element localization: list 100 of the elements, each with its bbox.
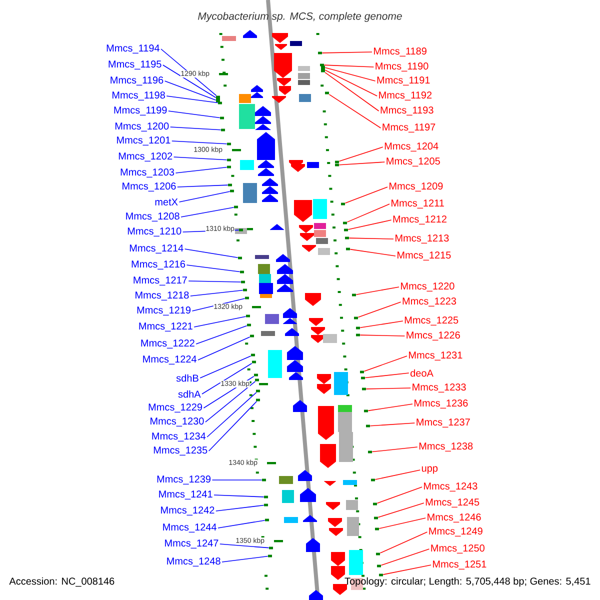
gene-label: Mmcs_1242 <box>161 506 214 516</box>
leader-line <box>177 184 228 188</box>
gene-label: Mmcs_1197 <box>382 124 436 132</box>
gene-label: Mmcs_1189 <box>374 48 426 56</box>
gene-marker <box>371 478 375 482</box>
leader-line <box>324 72 380 112</box>
gene-marker <box>240 270 244 274</box>
leader-line <box>356 286 400 296</box>
gene-marker <box>230 190 234 192</box>
gene-label: Mmcs_1211 <box>392 200 444 208</box>
gene-marker <box>375 528 379 530</box>
gene-label: Mmcs_1251 <box>433 560 486 570</box>
gene-marker <box>345 236 349 240</box>
gene-marker <box>346 248 350 250</box>
gene-marker <box>335 164 339 166</box>
leader-line <box>170 126 222 130</box>
gene-label: Mmcs_1193 <box>380 106 434 116</box>
leader-line <box>214 494 264 498</box>
leader-line <box>382 564 432 575</box>
gene-marker <box>216 98 220 100</box>
leader-line <box>372 446 418 452</box>
gene-label: Mmcs_1245 <box>426 498 480 508</box>
gene-marker <box>321 70 325 72</box>
gene-marker <box>262 478 266 482</box>
gene-marker <box>246 314 250 318</box>
gene-label: Mmcs_1237 <box>416 418 470 428</box>
gene-label: Mmcs_1202 <box>118 152 172 162</box>
leader-line <box>216 504 264 512</box>
leader-line <box>344 186 388 204</box>
leader-line <box>338 146 384 162</box>
leader-line <box>322 52 372 54</box>
leader-line <box>368 404 413 412</box>
gene-label: Mmcs_1248 <box>167 558 220 566</box>
gene-marker <box>221 128 225 132</box>
gene-marker <box>335 160 339 164</box>
leader-line <box>370 422 416 426</box>
gene-label: Mmcs_1201 <box>117 136 170 146</box>
leader-line <box>180 207 234 218</box>
gene-marker <box>218 102 222 104</box>
leader-line <box>205 381 256 422</box>
gene-marker <box>265 518 269 522</box>
gene-marker <box>245 296 249 300</box>
leader-line <box>168 110 220 118</box>
leader-line <box>164 80 216 101</box>
gene-marker <box>320 64 324 66</box>
gene-label: sdhA <box>178 390 201 398</box>
gene-marker <box>343 222 347 224</box>
gene-label: Mmcs_1244 <box>163 524 216 532</box>
leader-line <box>346 204 390 222</box>
gene-label: Mmcs_1243 <box>424 482 478 492</box>
leader-line <box>380 532 428 554</box>
leader-line <box>328 94 382 128</box>
gene-marker <box>376 552 380 556</box>
gene-label: Mmcs_1217 <box>134 276 187 286</box>
leader-line <box>348 220 392 230</box>
gene-marker <box>220 116 224 120</box>
gene-marker <box>356 326 360 330</box>
gene-label: Mmcs_1235 <box>154 446 208 456</box>
gene-marker <box>366 424 370 428</box>
gene-marker <box>341 202 345 206</box>
gene-marker <box>268 554 272 558</box>
gene-marker <box>354 316 358 320</box>
leader-line <box>166 96 218 104</box>
gene-label: Mmcs_1200 <box>115 122 169 132</box>
gene-label: Mmcs_1192 <box>379 92 432 100</box>
gene-label: Mmcs_1215 <box>398 252 451 260</box>
leader-line <box>194 316 246 328</box>
gene-marker <box>356 334 360 336</box>
leader-line <box>350 248 396 256</box>
leader-line <box>184 248 238 258</box>
gene-label: Mmcs_1223 <box>402 298 456 306</box>
gene-marker <box>239 228 243 232</box>
gene-marker <box>234 206 238 208</box>
gene-marker <box>227 142 231 146</box>
gene-marker <box>361 376 365 380</box>
gene-label: Mmcs_1219 <box>137 306 191 316</box>
leader-line <box>360 320 404 328</box>
leader-line <box>338 162 386 166</box>
gene-marker <box>256 390 260 392</box>
leader-line <box>364 372 410 378</box>
gene-marker <box>247 324 251 326</box>
gene-label: Mmcs_1199 <box>114 106 167 116</box>
gene-marker <box>216 100 220 102</box>
gene-marker <box>321 68 325 70</box>
gene-label: Mmcs_1247 <box>165 540 218 548</box>
gene-label: Mmcs_1213 <box>396 234 449 244</box>
leader-line <box>208 401 257 452</box>
leader-line <box>160 48 217 96</box>
gene-label: deoA <box>410 369 434 377</box>
gene-marker <box>228 184 232 186</box>
leader-line <box>378 502 424 518</box>
gene-label: Mmcs_1210 <box>128 228 182 236</box>
gene-label: Mmcs_1239 <box>157 476 211 484</box>
gene-label: Mmcs_1195 <box>108 60 162 70</box>
leader-line <box>366 388 411 390</box>
gene-marker <box>216 96 220 98</box>
gene-marker <box>252 360 256 364</box>
gene-marker <box>352 294 356 296</box>
leader-line <box>198 336 250 360</box>
leader-line <box>173 156 228 160</box>
